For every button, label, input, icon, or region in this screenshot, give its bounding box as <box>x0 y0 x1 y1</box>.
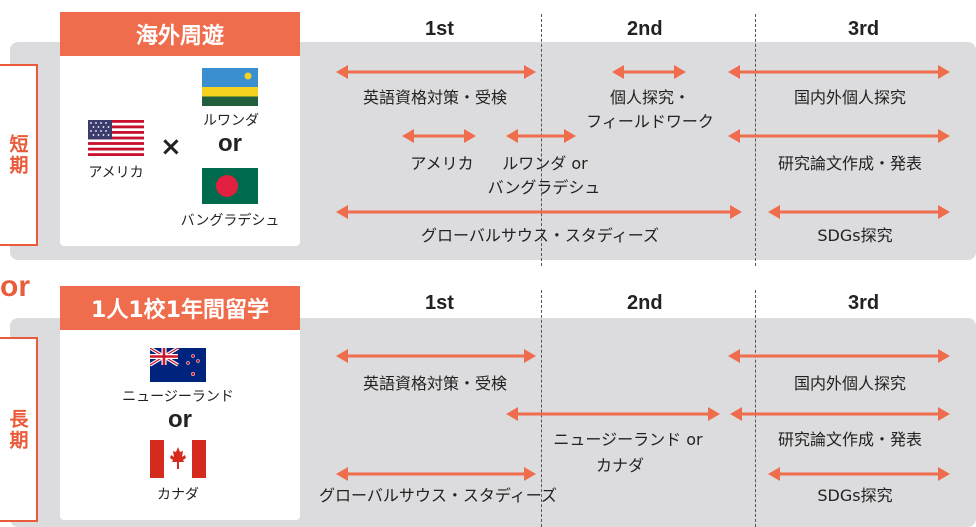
long-global-label: グローバルサウス・スタディーズ <box>319 486 557 505</box>
short-term-header: 海外周遊 <box>60 12 300 56</box>
short-domestic-label: 国内外個人探究 <box>793 88 906 107</box>
new-zealand-label: ニュージーランド <box>122 389 234 405</box>
short-research-label: 研究論文作成・発表 <box>777 154 922 173</box>
bangladesh-flag-icon <box>202 168 258 204</box>
bangladesh-label: バングラデシュ <box>180 213 280 229</box>
short-term-label: 短期 <box>6 134 29 176</box>
or-between-sections: or <box>0 270 30 303</box>
long-english-arrow <box>336 349 536 363</box>
long-nz-arrow <box>506 407 720 421</box>
short-year-2nd: 2nd <box>627 18 663 40</box>
long-year-2nd: 2nd <box>627 292 663 314</box>
short-bangladesh-label: バングラデシュ <box>487 178 601 197</box>
canada-label: カナダ <box>157 487 199 503</box>
rwanda-label: ルワンダ <box>203 113 259 129</box>
long-sdgs-arrow <box>768 467 950 481</box>
times-sign: × <box>160 132 182 162</box>
long-domestic-arrow <box>728 349 950 363</box>
long-divider-2 <box>755 290 756 527</box>
rwanda-flag-icon <box>202 68 258 106</box>
long-year-1st: 1st <box>425 292 454 314</box>
canada-flag-icon <box>150 440 206 478</box>
short-personal-arrow <box>612 65 686 79</box>
short-personal-field-label-1: 個人探究・ <box>609 88 690 107</box>
short-america-label: アメリカ <box>410 154 474 173</box>
long-domestic-label: 国内外個人探究 <box>793 374 906 393</box>
long-global-arrow <box>336 467 536 481</box>
long-nz-or-label: ニュージーランド or <box>553 430 703 449</box>
short-domestic-arrow <box>728 65 950 79</box>
short-english-label: 英語資格対策・受検 <box>362 88 507 107</box>
short-america-arrow <box>402 129 476 143</box>
short-country-or: or <box>218 130 242 157</box>
short-rwanda-or-label: ルワンダ or <box>502 154 588 173</box>
long-term-label: 長期 <box>6 408 29 451</box>
short-divider-1 <box>541 14 542 266</box>
short-research-arrow <box>728 129 950 143</box>
short-sdgs-arrow <box>768 205 950 219</box>
long-sdgs-label: SDGs探究 <box>817 486 893 505</box>
short-personal-field-label-2: フィールドワーク <box>586 112 714 131</box>
long-divider-1 <box>541 290 542 527</box>
long-canada-label: カナダ <box>595 456 644 475</box>
short-global-arrow <box>336 205 742 219</box>
usa-flag-icon <box>88 120 144 156</box>
short-english-arrow <box>336 65 536 79</box>
short-sdgs-label: SDGs探究 <box>817 226 893 245</box>
long-english-label: 英語資格対策・受検 <box>362 374 507 393</box>
usa-label: アメリカ <box>88 165 144 181</box>
long-country-or: or <box>168 406 192 433</box>
long-research-label: 研究論文作成・発表 <box>777 430 922 449</box>
long-term-header: 1人1校1年間留学 <box>60 286 300 330</box>
short-year-3rd: 3rd <box>848 18 880 40</box>
short-rwanda-arrow <box>506 129 576 143</box>
short-divider-2 <box>755 14 756 266</box>
long-year-3rd: 3rd <box>848 292 880 314</box>
long-term-side-box: 長期 <box>0 337 38 522</box>
new-zealand-flag-icon <box>150 348 206 382</box>
short-term-side-box: 短期 <box>0 64 38 246</box>
short-year-1st: 1st <box>425 18 454 40</box>
short-global-label: グローバルサウス・スタディーズ <box>421 226 659 245</box>
long-research-arrow <box>730 407 950 421</box>
